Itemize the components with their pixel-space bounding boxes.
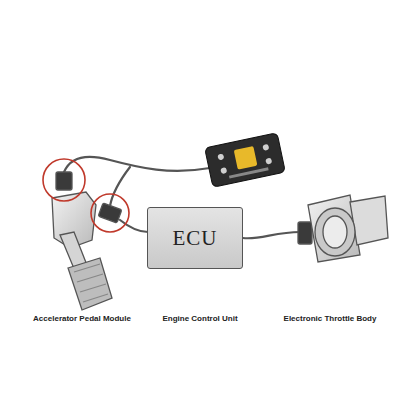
controller-button xyxy=(220,167,227,174)
throttle-connector xyxy=(298,222,312,244)
accelerator-pedal xyxy=(52,172,122,310)
part-name: Engine Control Unit xyxy=(162,314,237,323)
ecu-connector xyxy=(98,203,122,223)
ecu-box: ECU xyxy=(147,207,243,269)
throttle-pipe xyxy=(350,196,388,245)
throttle-controller xyxy=(205,133,286,188)
controller-button xyxy=(217,153,224,160)
electronic-throttle-body xyxy=(298,195,388,262)
controller-display xyxy=(234,146,258,170)
node-label: ECU xyxy=(173,226,218,251)
pedal-pad xyxy=(68,258,112,310)
part-name: Accelerator Pedal Module xyxy=(33,314,131,323)
controller-body xyxy=(205,133,286,188)
controller-led-bar xyxy=(229,167,269,178)
part-name: Electronic Throttle Body xyxy=(284,314,377,323)
highlight-circle xyxy=(91,194,129,232)
highlight-circle xyxy=(43,159,85,201)
pedal-connector xyxy=(56,172,72,190)
throttle-bore xyxy=(315,208,355,256)
throttle-wire xyxy=(243,232,300,238)
controller-cable xyxy=(64,157,210,172)
branch-cable xyxy=(110,167,130,206)
highlight-circles xyxy=(43,159,129,232)
controller-button xyxy=(265,158,272,165)
controller-button xyxy=(262,144,269,151)
throttle-plate xyxy=(323,216,347,248)
pedal-ribs xyxy=(74,264,108,302)
